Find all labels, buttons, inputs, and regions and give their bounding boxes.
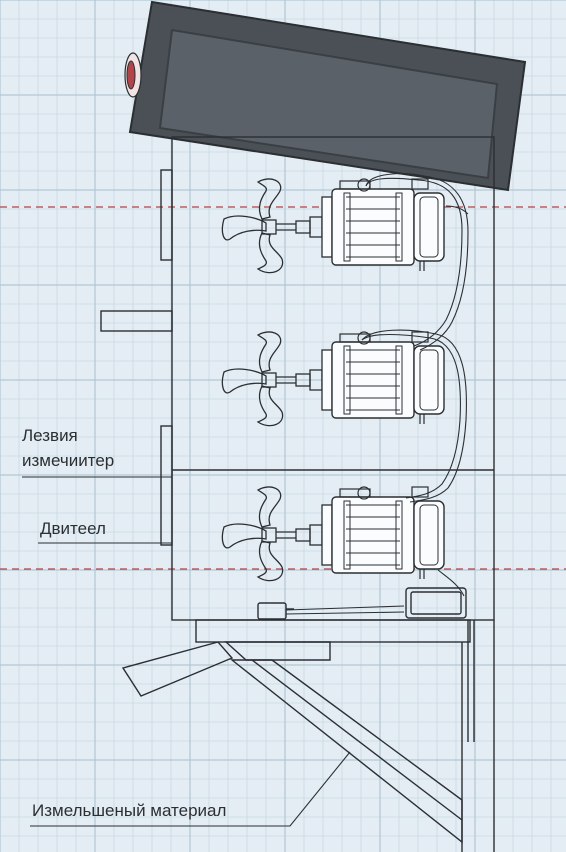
- label-blades-line1: Лезвия: [22, 426, 78, 445]
- terminal-box: [339, 488, 371, 498]
- side-bracket-bottom: [160, 425, 173, 546]
- blade-hub: [261, 372, 277, 388]
- cable-gland: [411, 331, 429, 343]
- terminal-box: [339, 180, 371, 190]
- blade-hub: [261, 219, 277, 235]
- cable-1: [365, 177, 463, 347]
- motor-endcap-inner: [419, 196, 439, 258]
- blade-bottom: [256, 232, 284, 274]
- chute-lip: [224, 641, 331, 661]
- motor-endcap-inner: [419, 349, 439, 411]
- coupling: [295, 528, 311, 542]
- terminal-gland: [357, 178, 371, 192]
- side-bracket-mid: [100, 310, 173, 332]
- motor-endcap-left: [321, 349, 333, 411]
- cable-2b: [361, 329, 467, 503]
- blade-bottom: [256, 540, 284, 582]
- hopper: [124, 0, 527, 192]
- hopper-inlet-icon: [124, 52, 142, 98]
- wiring: [285, 173, 469, 615]
- side-bracket-top: [160, 169, 173, 261]
- label-motor: Двитеел: [40, 519, 106, 538]
- electric-motor-icon: [321, 178, 445, 271]
- chopper-blade-icon: [221, 486, 323, 582]
- switch-box-inner: [410, 591, 462, 615]
- motor-endcap-right: [413, 500, 445, 570]
- electric-motor-icon: [321, 331, 445, 424]
- control-box: [257, 587, 467, 620]
- motor-endcap-left: [321, 504, 333, 566]
- diagonal-support-edge: [251, 659, 463, 821]
- blade-left: [221, 215, 267, 241]
- blade-hub: [261, 527, 277, 543]
- blade-top: [256, 178, 282, 220]
- motor-band: [395, 500, 403, 570]
- cable-gland: [411, 486, 429, 498]
- motor-flange-front: [309, 216, 323, 238]
- label-blades: Лезвия измечиитер: [22, 426, 114, 471]
- motor-endcap-left: [321, 196, 333, 258]
- label-output-material: Измельшеный материал: [32, 801, 227, 820]
- motor-band: [343, 192, 351, 262]
- chopper-blade-icon: [221, 178, 323, 274]
- blade-left: [221, 523, 267, 549]
- blade-left: [221, 368, 267, 394]
- label-blades-line2: измечиитер: [22, 451, 115, 470]
- chopper-blade-icon: [221, 331, 323, 427]
- leader-output: [30, 751, 351, 827]
- chute-plate: [121, 641, 234, 697]
- cable-1b: [365, 173, 469, 351]
- diagonal-support: [229, 659, 463, 844]
- terminal-gland: [357, 331, 371, 345]
- discharge-chute: [121, 641, 463, 844]
- coupling: [295, 220, 311, 234]
- blade-top: [256, 331, 282, 373]
- motor-endcap-right: [413, 345, 445, 415]
- base-bar: [195, 619, 471, 643]
- motor-band: [395, 192, 403, 262]
- inlet-opening: [126, 60, 136, 90]
- motor-band: [343, 345, 351, 415]
- motor-band: [343, 500, 351, 570]
- motor-band: [395, 345, 403, 415]
- motor-unit-1: [221, 178, 445, 274]
- cable-gland: [411, 178, 429, 190]
- motor-assemblies: [221, 178, 445, 582]
- cable-4b: [285, 611, 405, 615]
- leader-lines: [22, 476, 351, 827]
- hopper-inner: [158, 28, 499, 180]
- cable-4: [285, 605, 405, 611]
- cable-5: [445, 205, 469, 215]
- cable-3: [437, 569, 465, 597]
- electric-motor-icon: [321, 486, 445, 579]
- cable-2: [361, 334, 461, 499]
- blade-top: [256, 486, 282, 528]
- motor-unit-2: [221, 331, 445, 427]
- switch-box: [405, 587, 467, 619]
- blade-bottom: [256, 385, 284, 427]
- motor-unit-3: [221, 486, 445, 582]
- plug-connector-icon: [257, 602, 287, 620]
- terminal-gland: [357, 486, 371, 500]
- motor-flange-front: [309, 524, 323, 546]
- motor-endcap-right: [413, 192, 445, 262]
- motor-endcap-inner: [419, 504, 439, 566]
